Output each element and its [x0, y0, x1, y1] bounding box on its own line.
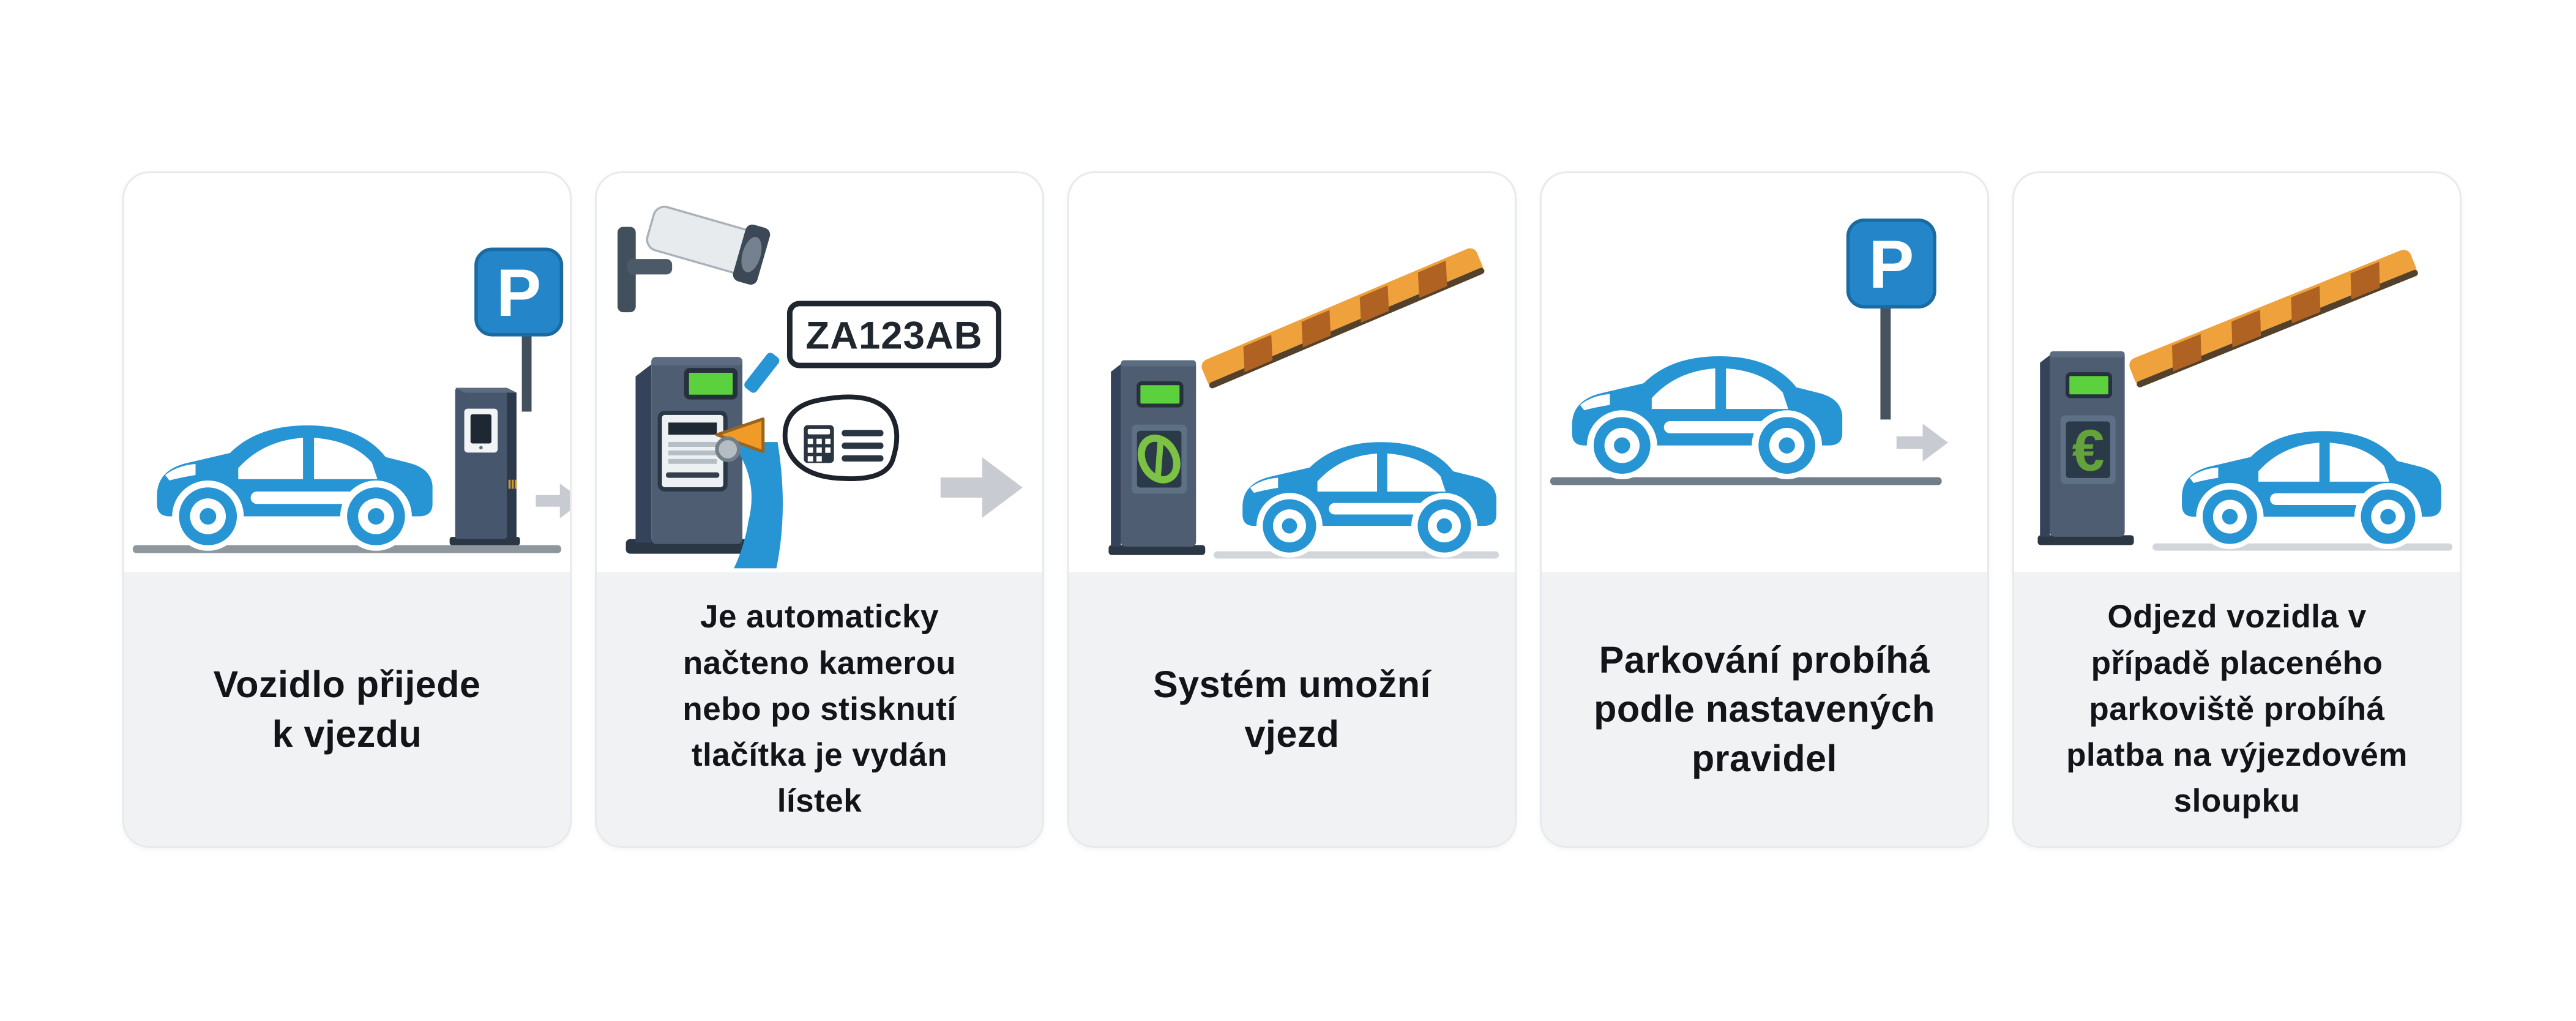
check-icon [1137, 434, 1181, 484]
step-3-caption-area: Systém umožní vjezd [1069, 572, 1515, 846]
step-1-illustration [124, 173, 570, 572]
step-card-1: Vozidlo přijede k vjezdu [122, 171, 572, 848]
arrow-right-icon [1896, 423, 1948, 462]
scene-parking-rules [1550, 173, 1948, 485]
step-3-illustration [1069, 173, 1515, 572]
step-4-illustration [1542, 173, 1987, 572]
parking-sign-icon [1848, 220, 1935, 307]
ground-line [1550, 477, 1942, 485]
scene-plate-read: ZA123AB [616, 196, 1023, 569]
scene-exit-payment: € [2014, 247, 2453, 551]
parking-ticket-icon [782, 394, 900, 481]
car-icon [1242, 442, 1496, 555]
entry-kiosk-icon [449, 387, 520, 545]
step-card-4: Parkování probíhá podle nastavených prav… [1540, 171, 1989, 848]
process-steps-row: Vozidlo přijede k vjezdu ZA123AB [122, 171, 2462, 848]
token-coin [715, 436, 741, 462]
euro-icon: € [2072, 419, 2105, 484]
step-1-caption-area: Vozidlo přijede k vjezdu [124, 572, 570, 846]
step-5-caption-area: Odjezd vozidla v případě placeného parko… [2014, 572, 2460, 846]
barrier-arm [2127, 247, 2419, 389]
ground-line [132, 545, 562, 553]
sign-pole [521, 332, 532, 412]
step-caption: Je automaticky načteno kamerou nebo po s… [682, 599, 957, 820]
hand-swoosh [731, 442, 783, 569]
step-caption: Parkování probíhá podle nastavených prav… [1594, 638, 1935, 779]
parking-sign-icon [476, 249, 561, 334]
scene-vehicle-arrives [132, 173, 570, 553]
step-5-illustration: € [2014, 173, 2460, 572]
step-caption: Odjezd vozidla v případě placeného parko… [2066, 599, 2408, 820]
car-icon [157, 425, 432, 548]
ticket-funnel [715, 417, 765, 454]
step-2-illustration: ZA123AB [597, 173, 1042, 572]
ground-line [2152, 543, 2453, 551]
ticket-machine-icon [625, 357, 772, 554]
arrow-right-icon [536, 483, 570, 518]
license-plate: ZA123AB [786, 301, 1002, 368]
step-caption: Vozidlo přijede k vjezdu [213, 663, 481, 755]
step-4-caption-area: Parkování probíhá podle nastavených prav… [1542, 572, 1987, 846]
step-caption: Systém umožní vjezd [1153, 663, 1431, 755]
step-2-caption-area: Je automaticky načteno kamerou nebo po s… [597, 572, 1042, 846]
scene-entry-allowed [1069, 245, 1515, 559]
arrow-right-icon [940, 457, 1023, 518]
car-icon [1572, 356, 1843, 477]
barrier-arm [1199, 245, 1485, 390]
license-plate-text: ZA123AB [805, 314, 982, 357]
sign-pole [1880, 307, 1891, 420]
step-card-3: Systém umožní vjezd [1067, 171, 1517, 848]
scan-beam [744, 353, 780, 393]
cctv-camera-icon [616, 196, 773, 313]
step-card-5: € Odjezd vozidla v případě placeného par… [2012, 171, 2462, 848]
car-icon [2182, 431, 2441, 547]
step-card-2: ZA123AB [595, 171, 1044, 848]
